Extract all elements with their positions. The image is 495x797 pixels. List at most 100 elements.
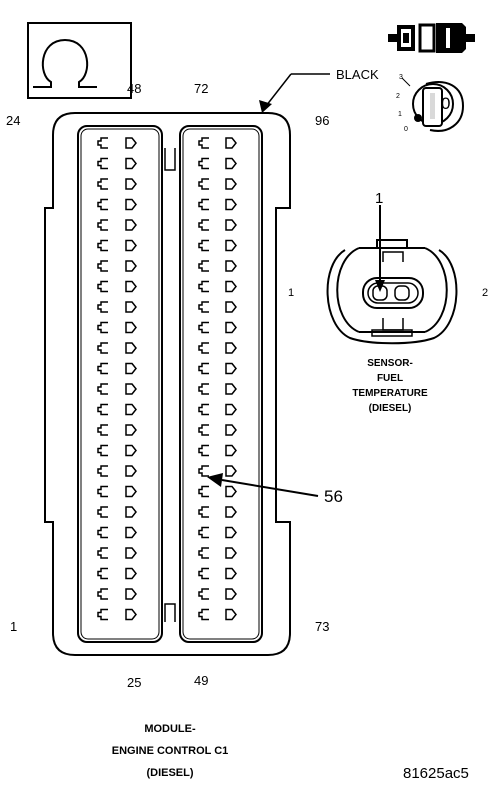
sensor-caption: SENSOR- FUEL TEMPERATURE (DIESEL): [330, 356, 450, 416]
pin-label-49: 49: [194, 673, 209, 688]
ecm-pin-terminal: [225, 362, 237, 375]
ecm-pin-terminal: [198, 588, 209, 600]
pin-label-72: 72: [194, 81, 209, 96]
ecm-pin-terminal: [97, 342, 108, 354]
ecm-pin-terminal: [198, 444, 209, 457]
ecm-pin-terminal: [225, 383, 237, 395]
ecm-pin-terminal: [225, 588, 237, 600]
pin-label-24: 24: [6, 113, 21, 128]
ecm-caption-line-2: ENGINE CONTROL C1: [111, 745, 229, 757]
ecm-pin-terminal: [225, 465, 237, 477]
ecm-pin-terminal: [198, 547, 209, 559]
black-color-leader: [259, 73, 330, 113]
sensor-caption-line-1: SENSOR-: [367, 358, 413, 369]
ecm-pin-terminal: [97, 219, 108, 231]
ecm-pin-terminal: [198, 137, 209, 149]
ecm-pin-terminal: [125, 567, 137, 580]
ecm-pin-terminal: [97, 280, 108, 293]
ecm-pin-terminal: [125, 588, 137, 600]
ecm-pin-terminal: [125, 157, 137, 170]
ecm-pin-terminal: [125, 547, 137, 559]
ecm-pin-terminal: [225, 321, 237, 334]
ecm-pin-terminal: [125, 383, 137, 395]
key-number-label: 0: [441, 94, 451, 113]
ecm-pin-terminal: [97, 588, 108, 600]
ecm-pin-terminal: [198, 526, 209, 539]
ecm-pin-terminal: [198, 567, 209, 580]
ecm-pin-terminal: [125, 280, 137, 293]
ecm-pin-terminal: [198, 383, 209, 395]
sensor-caption-line-4: (DIESEL): [368, 403, 412, 414]
ecm-pin-terminal: [225, 157, 237, 170]
ecm-pin-terminal: [225, 424, 237, 436]
ecm-pin-terminal: [225, 444, 237, 457]
pin-56-callout-arrow: [207, 473, 319, 497]
ecm-caption-line-3: (DIESEL): [146, 767, 194, 779]
sensor-pin-label-1: 1: [288, 287, 295, 299]
ecm-pin-terminal: [125, 485, 137, 498]
ecm-pin-terminal: [198, 280, 209, 293]
sensor-pin-1-callout-arrow: [375, 205, 385, 292]
ecm-pin-terminal: [125, 424, 137, 436]
ecm-pin-terminal: [198, 506, 209, 518]
ecm-pin-terminal: [198, 403, 209, 416]
ecm-pin-terminal: [97, 137, 108, 149]
figure-code: 81625ac5: [403, 765, 469, 782]
ecm-pin-terminal: [97, 321, 108, 334]
ecm-pin-terminal: [225, 239, 237, 252]
ecm-pin-terminal: [198, 608, 209, 621]
ecm-pin-terminal: [97, 506, 108, 518]
ecm-pin-terminal: [198, 342, 209, 354]
ecm-pin-terminal: [225, 260, 237, 272]
ecm-caption: MODULE- ENGINE CONTROL C1 (DIESEL): [95, 718, 245, 784]
ecm-pin-terminal: [225, 403, 237, 416]
pin-label-25: 25: [127, 675, 142, 690]
ecm-keyway-bottom: [164, 603, 176, 622]
ecm-pin-terminal: [225, 526, 237, 539]
ecm-pin-terminal: [225, 301, 237, 313]
ecm-pin-terminal: [125, 403, 137, 416]
pin-label-48: 48: [127, 81, 142, 96]
ecm-pin-terminal: [225, 567, 237, 580]
ecm-pin-terminal: [198, 424, 209, 436]
ecm-pin-terminal: [125, 362, 137, 375]
ecm-pin-terminal: [198, 239, 209, 252]
ecm-right-cavity: [179, 125, 263, 643]
ecm-pin-terminal: [198, 301, 209, 313]
ecm-pin-terminal: [97, 444, 108, 457]
ecm-caption-line-1: MODULE-: [144, 723, 196, 735]
omega-symbol-icon: [27, 22, 132, 99]
ecm-pin-terminal: [97, 178, 108, 190]
sensor-pin-label-2: 2: [482, 287, 489, 299]
ecm-pin-terminal: [198, 465, 209, 477]
connector-plug-icon: [388, 23, 475, 53]
ecm-pin-terminal: [125, 137, 137, 149]
ecm-pin-terminal: [125, 506, 137, 518]
ecm-left-cavity: [77, 125, 163, 643]
ecm-pin-terminal: [97, 260, 108, 272]
ecm-pin-terminal: [97, 526, 108, 539]
ecm-pin-terminal: [97, 465, 108, 477]
key-position-0: 0: [404, 126, 408, 133]
ecm-pin-terminal: [125, 526, 137, 539]
key-position-1: 1: [398, 111, 402, 118]
ecm-pin-array: [97, 137, 237, 621]
ecm-pin-terminal: [97, 239, 108, 252]
ecm-pin-terminal: [198, 178, 209, 190]
ecm-pin-terminal: [97, 424, 108, 436]
ignition-key-icon: [401, 77, 465, 132]
ecm-pin-terminal: [125, 301, 137, 313]
ecm-pin-terminal: [97, 301, 108, 313]
ecm-pin-terminal: [125, 321, 137, 334]
ecm-keyway-top: [164, 148, 176, 171]
pin-label-73: 73: [315, 619, 330, 634]
ecm-pin-terminal: [97, 567, 108, 580]
ecm-pin-terminal: [225, 280, 237, 293]
ecm-pin-terminal: [225, 137, 237, 149]
ecm-pin-terminal: [198, 198, 209, 211]
black-color-label: BLACK: [336, 67, 379, 82]
ecm-pin-terminal: [225, 178, 237, 190]
ecm-pin-terminal: [97, 157, 108, 170]
